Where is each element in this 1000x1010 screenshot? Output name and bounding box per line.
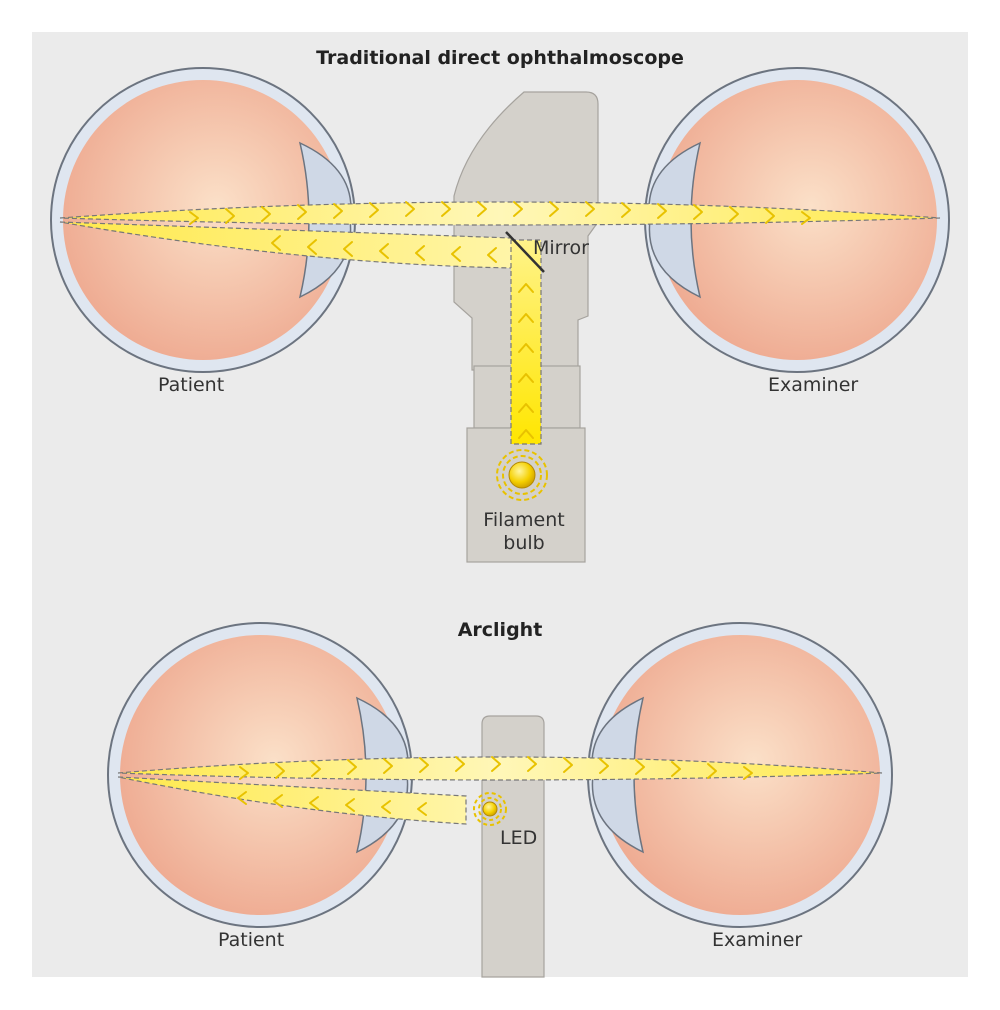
patient-label: Patient (218, 929, 284, 951)
filament-label-line2: bulb (503, 532, 544, 554)
illumination-beam-arrows (271, 235, 497, 263)
illumination-beam-vertical (510, 239, 542, 445)
panel-arclight: Arclight (107, 619, 893, 978)
panel-title: Traditional direct ophthalmoscope (316, 47, 684, 69)
filament-bulb (496, 449, 548, 501)
filament-label-line1: Filament (483, 509, 564, 531)
return-beam-arrows (239, 756, 753, 780)
led (473, 792, 507, 826)
led-label: LED (500, 827, 537, 849)
return-beam (59, 201, 941, 226)
return-beam (117, 756, 883, 781)
panel-traditional: Traditional direct ophthalmoscope (50, 47, 950, 563)
examiner-label: Examiner (712, 929, 802, 951)
arclight-device (481, 715, 545, 978)
device-head (453, 91, 599, 371)
return-beam-arrows (189, 201, 811, 225)
panel-title: Arclight (458, 619, 543, 641)
illumination-beam-arrows (237, 791, 427, 816)
mirror-label: Mirror (533, 237, 589, 259)
illumination-beam-horizontal (59, 221, 513, 269)
illumination-beam (117, 776, 467, 825)
patient-label: Patient (158, 374, 224, 396)
mirror (505, 231, 545, 273)
examiner-label: Examiner (768, 374, 858, 396)
vertical-beam-arrows (518, 283, 534, 439)
